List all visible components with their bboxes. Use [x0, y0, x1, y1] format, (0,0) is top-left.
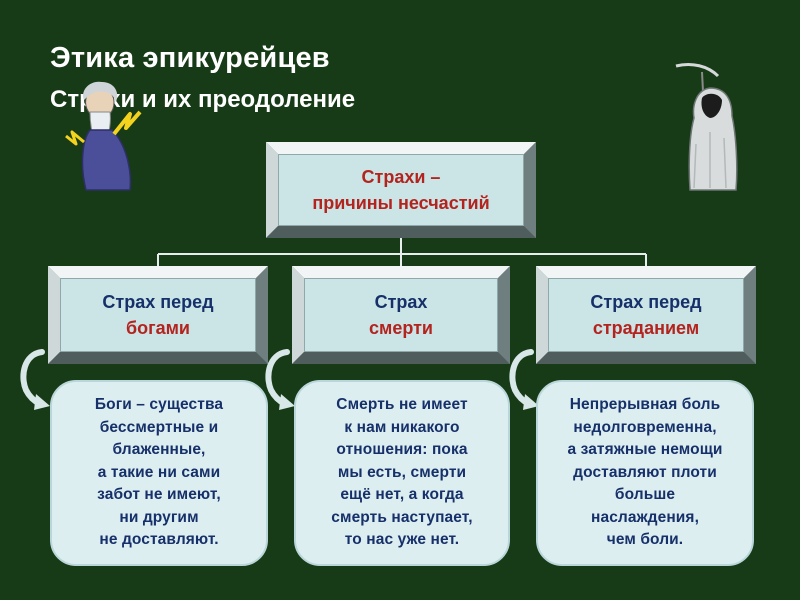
main-fears-line1: Страхи –	[361, 167, 441, 187]
bevel-frame	[292, 266, 510, 364]
gods-explanation-line: блаженные,	[112, 441, 206, 459]
bevel-frame	[266, 142, 536, 238]
curved-arrow-icon	[265, 349, 295, 410]
suffering-explanation-line: наслаждения,	[591, 508, 699, 526]
main-fears-face: Страхи – причины несчастий	[278, 154, 524, 226]
fear-of-death-line2: смерти	[369, 318, 433, 338]
fear-of-gods-face: Страх перед богами	[60, 278, 256, 352]
death-explanation-line: отношения: пока	[336, 441, 468, 459]
death-explanation-bubble: Смерть не имеет к нам никакого отношения…	[294, 380, 510, 566]
death-explanation-line: смерть наступает,	[331, 508, 473, 526]
fear-of-suffering-line1: Страх перед	[590, 292, 702, 312]
death-explanation-line: мы есть, смерти	[337, 463, 467, 481]
main-fears-box: Страхи – причины несчастий	[266, 142, 536, 238]
curved-arrow-icon	[20, 349, 50, 410]
old-man-with-lightning-icon	[65, 81, 142, 191]
main-fears-line2: причины несчастий	[312, 193, 490, 213]
gods-explanation-line: Боги – существа	[94, 396, 224, 414]
gods-explanation-line: ни другим	[119, 508, 199, 526]
suffering-explanation-line: доставляют плоти	[573, 463, 717, 481]
gods-explanation-bubble: Боги – существа бессмертные и блаженные,…	[50, 380, 268, 566]
fear-of-gods-box: Страх перед богами	[48, 266, 268, 364]
bevel-frame	[48, 266, 268, 364]
fear-of-suffering-face: Страх перед страданием	[548, 278, 744, 352]
gods-explanation-line: забот не имеют,	[97, 486, 221, 504]
suffering-explanation-bubble: Непрерывная боль недолговременна, а затя…	[536, 380, 754, 566]
death-explanation-line: то нас уже нет.	[344, 531, 460, 549]
fear-of-suffering-box: Страх перед страданием	[536, 266, 756, 364]
bevel-frame	[536, 266, 756, 364]
gods-explanation-line: а такие ни сами	[97, 463, 221, 481]
gods-explanation-line: не доставляют.	[99, 531, 219, 549]
suffering-explanation-line: Непрерывная боль	[569, 396, 721, 414]
fear-of-death-line1: Страх	[374, 292, 428, 312]
suffering-explanation-line: недолговременна,	[573, 418, 717, 436]
death-explanation-line: Смерть не имеет	[336, 396, 468, 414]
gods-explanation-line: бессмертные и	[99, 418, 219, 436]
fear-of-death-box: Страх смерти	[292, 266, 510, 364]
grim-reaper-icon	[675, 62, 738, 191]
death-explanation-line: ещё нет, а когда	[340, 486, 464, 504]
fear-of-gods-line1: Страх перед	[102, 292, 214, 312]
death-explanation-line: к нам никакого	[344, 418, 460, 436]
suffering-explanation-line: больше	[614, 486, 676, 504]
suffering-explanation-line: а затяжные немощи	[567, 441, 723, 459]
fear-of-death-face: Страх смерти	[304, 278, 498, 352]
fear-of-gods-line2: богами	[125, 318, 190, 338]
curved-arrow-icon	[509, 349, 539, 410]
slide-title: Этика эпикурейцев	[50, 42, 330, 74]
fear-of-suffering-line2: страданием	[592, 318, 700, 338]
suffering-explanation-line: чем боли.	[606, 531, 684, 549]
